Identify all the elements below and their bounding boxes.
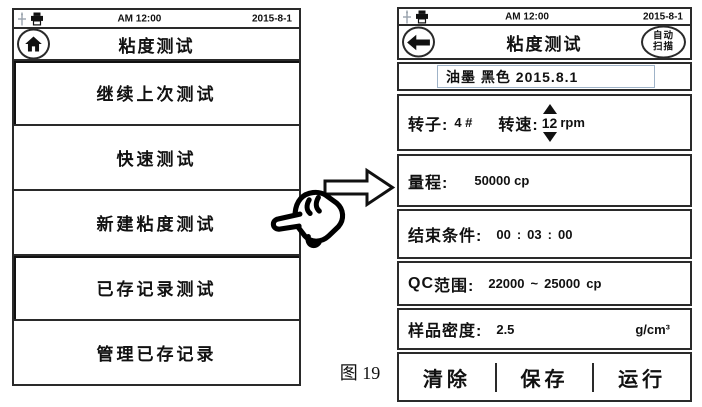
menu-item-quick-test[interactable]: 快速测试 [12, 124, 301, 191]
home-icon [25, 36, 42, 52]
speed-stepper: 12 [541, 103, 558, 142]
figure-caption: 图 19 [339, 363, 381, 383]
usb-crosshair-icon [403, 10, 411, 23]
run-button[interactable]: 运行 [592, 362, 690, 392]
menu-item-saved-record-test[interactable]: 已存记录测试 [12, 254, 301, 321]
end-condition-minutes[interactable]: 03 [527, 226, 542, 242]
status-date: 2015-8-1 [251, 13, 292, 24]
block-arrow-right-icon [323, 167, 396, 208]
range-label: 量程: [408, 174, 449, 192]
end-condition-row: 结束条件: 00 : 03 : 00 [397, 209, 692, 259]
rotor-speed-row: 转子: 4 # 转速: 12 rpm [397, 94, 692, 151]
page-title: 粘度测试 [506, 34, 583, 54]
end-condition-hours[interactable]: 00 [496, 226, 511, 242]
auto-scan-label-line1: 自动 [652, 30, 674, 42]
sample-info-field[interactable]: 油墨 黑色 2015.8.1 [437, 65, 655, 88]
usb-crosshair-icon [18, 12, 26, 25]
time-separator: : [547, 226, 552, 242]
speed-label: 转速: [498, 116, 539, 134]
home-button[interactable] [17, 28, 50, 60]
density-label: 样品密度: [408, 323, 483, 340]
action-button-bar: 清除 保存 运行 [397, 352, 692, 402]
qc-unit: cp [586, 276, 602, 291]
title-bar: 粘度测试 自动 扫描 [397, 24, 692, 60]
qc-label-cn: 范围: [434, 277, 475, 295]
rotor-value[interactable]: 4 # [454, 115, 473, 130]
triangle-up-icon[interactable] [542, 103, 557, 114]
range-value[interactable]: 50000 cp [474, 173, 530, 188]
status-icons [403, 10, 429, 23]
printer-icon [31, 12, 43, 25]
menu-item-continue-last-test[interactable]: 继续上次测试 [12, 59, 301, 126]
density-row: 样品密度: 2.5 g/cm³ [397, 308, 692, 350]
left-screen: AM 12:00 2015-8-1 粘度测试 继续上次测试 快速测试 新建粘度测… [12, 8, 301, 386]
end-condition-label: 结束条件: [408, 228, 483, 245]
qc-tilde: ~ [530, 276, 539, 291]
status-time: AM 12:00 [117, 13, 162, 24]
menu-list: 继续上次测试 快速测试 新建粘度测试 已存记录测试 管理已存记录 [12, 59, 301, 386]
status-bar: AM 12:00 2015-8-1 [12, 8, 301, 29]
back-arrow-icon [407, 34, 430, 50]
range-row: 量程: 50000 cp [397, 154, 692, 207]
printer-icon [416, 10, 428, 23]
density-value[interactable]: 2.5 [496, 321, 515, 337]
time-separator: : [516, 226, 522, 242]
menu-item-manage-saved-records[interactable]: 管理已存记录 [12, 319, 301, 386]
status-date: 2015-8-1 [642, 11, 683, 22]
back-button[interactable] [402, 26, 435, 58]
triangle-down-icon[interactable] [542, 131, 557, 142]
right-screen: AM 12:00 2015-8-1 粘度测试 自动 扫描 油墨 黑色 2015.… [397, 7, 692, 402]
qc-label-latin: QC [408, 274, 434, 292]
auto-scan-button[interactable]: 自动 扫描 [641, 25, 686, 59]
rotor-label: 转子: [408, 116, 449, 134]
title-bar: 粘度测试 [12, 27, 301, 61]
speed-unit: rpm [560, 115, 585, 130]
qc-min-value[interactable]: 22000 [488, 276, 525, 291]
save-button[interactable]: 保存 [494, 362, 593, 392]
hand-pointer-left-icon [270, 189, 346, 249]
clear-button[interactable]: 清除 [422, 368, 471, 391]
status-time: AM 12:00 [505, 11, 549, 22]
menu-item-new-viscosity-test[interactable]: 新建粘度测试 [12, 189, 301, 256]
speed-value[interactable]: 12 [541, 114, 558, 131]
status-icons [18, 12, 44, 25]
end-condition-seconds[interactable]: 00 [557, 226, 573, 242]
qc-range-row: QC 范围: 22000 ~ 25000 cp [397, 261, 692, 306]
qc-max-value[interactable]: 25000 [544, 276, 581, 291]
auto-scan-label-line2: 扫描 [652, 41, 674, 52]
sample-info-row: 油墨 黑色 2015.8.1 [397, 62, 692, 91]
page-title: 粘度测试 [118, 36, 195, 56]
density-unit: g/cm³ [635, 321, 670, 337]
